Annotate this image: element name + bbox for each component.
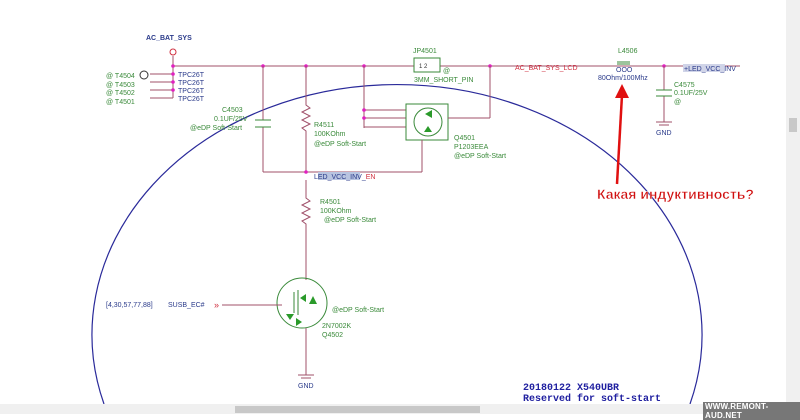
net-ac-bat-sys: AC_BAT_SYS [146, 35, 192, 42]
capacitor-c4503[interactable]: C4503 0.1UF/25V @eDP Soft-Start [190, 66, 271, 172]
svg-text:R4501: R4501 [320, 199, 341, 206]
svg-text:2N7002K: 2N7002K [322, 323, 352, 330]
svg-text:GND: GND [298, 383, 314, 390]
svg-text:P1203EEA: P1203EEA [454, 144, 489, 151]
svg-text:GND: GND [656, 130, 672, 137]
svg-text:TPC26T: TPC26T [178, 96, 205, 103]
annotation-text: Какая индуктивность? [597, 186, 754, 202]
svg-text:100KOhm: 100KOhm [314, 131, 346, 138]
svg-text:TPC26T: TPC26T [178, 72, 205, 79]
svg-text:Q4502: Q4502 [322, 332, 343, 339]
test-points: @ T4504@ T4503 @ T4502@ T4501 TPC26TTPC2… [106, 70, 205, 106]
svg-text:C4503: C4503 [222, 107, 243, 114]
svg-text:0.1UF/25V: 0.1UF/25V [674, 90, 708, 97]
jumper-jp4501[interactable]: 1 2 JP4501 @3MM_SHORT_PIN [413, 48, 473, 84]
svg-text:@ T4502: @ T4502 [106, 90, 135, 97]
vertical-scroll-thumb[interactable] [789, 118, 797, 132]
svg-text:@: @ [443, 68, 450, 75]
svg-text:@ T4504: @ T4504 [106, 73, 135, 80]
svg-text:3MM_SHORT_PIN: 3MM_SHORT_PIN [414, 77, 473, 84]
svg-text:TPC26T: TPC26T [178, 88, 205, 95]
mosfet-q4502[interactable]: GND @eDP Soft-Start 2N7002K Q4502 [276, 277, 384, 390]
title-line-2: Reserved for soft-start [523, 393, 661, 405]
svg-text:1 2: 1 2 [419, 64, 428, 70]
svg-text:0.1UF/25V: 0.1UF/25V [214, 116, 248, 123]
svg-text:C4575: C4575 [674, 82, 695, 89]
main-rail [169, 48, 740, 98]
horizontal-scroll-thumb[interactable] [235, 406, 480, 413]
svg-text:»: » [214, 300, 219, 310]
svg-text:100KOhm: 100KOhm [320, 208, 352, 215]
net-led-vcc-inv: +LED_VCC_INV [684, 66, 736, 73]
resistor-r4511[interactable]: R4511 100KOhm @eDP Soft-Start [300, 66, 366, 172]
title-line-1: 20180122 X540UBR [523, 383, 619, 394]
svg-text:TPC26T: TPC26T [178, 80, 205, 87]
net-ac-bat-sys-lcd: AC_BAT_SYS_LCD [515, 65, 578, 72]
net-susb-refs: [4,30,57,77,88] [106, 302, 153, 309]
inductor-l4506[interactable]: OOO L4506 80Ohm/100Mhz [598, 48, 648, 82]
svg-text:OOO: OOO [616, 67, 633, 74]
svg-text:L4506: L4506 [618, 48, 638, 55]
vertical-scrollbar[interactable] [786, 0, 800, 404]
resistor-r4501[interactable]: R4501 100KOhm @eDP Soft-Start [300, 180, 376, 280]
watermark: WWW.REMONT-AUD.NET [703, 402, 800, 420]
svg-text:@eDP Soft-Start: @eDP Soft-Start [324, 217, 376, 224]
svg-text:@eDP Soft-Start: @eDP Soft-Start [454, 153, 506, 160]
svg-text:JP4501: JP4501 [413, 48, 437, 55]
net-susb-ec: SUSB_EC# [168, 302, 205, 309]
svg-text:80Ohm/100Mhz: 80Ohm/100Mhz [598, 75, 648, 82]
svg-text:@eDP Soft-Start: @eDP Soft-Start [332, 307, 384, 314]
svg-text:@ T4503: @ T4503 [106, 82, 135, 89]
svg-text:@eDP Soft-Start: @eDP Soft-Start [190, 125, 242, 132]
svg-text:@eDP Soft-Start: @eDP Soft-Start [314, 141, 366, 148]
net-led-vcc-inv-en: LED_VCC_INV_EN [314, 174, 375, 181]
svg-text:@: @ [674, 99, 681, 106]
svg-text:Q4501: Q4501 [454, 135, 475, 142]
svg-text:R4511: R4511 [314, 122, 334, 129]
highlight-ellipse [91, 83, 703, 405]
svg-text:@ T4501: @ T4501 [106, 99, 135, 106]
